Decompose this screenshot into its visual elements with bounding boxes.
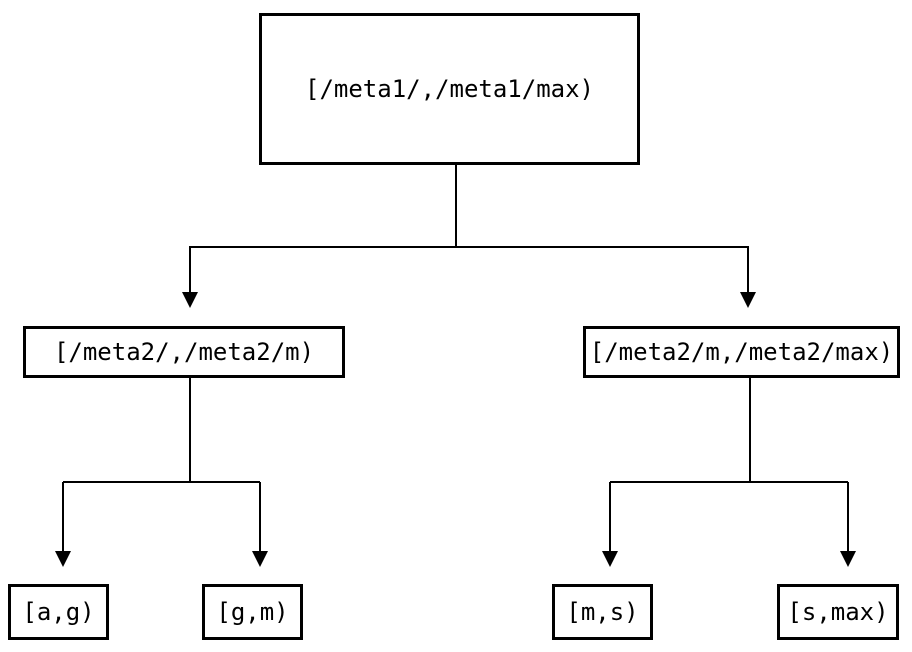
node-meta2-low-interval: [/meta2/,/meta2/m) (23, 326, 345, 378)
node-leaf-a-g: [a,g) (8, 584, 109, 640)
edge-meta2-high-to-leaf-ms (602, 482, 618, 567)
node-leaf-g-m: [g,m) (202, 584, 303, 640)
arrowhead-down-icon (740, 292, 756, 308)
node-leaf-s-max-label: [s,max) (787, 598, 889, 626)
node-root-label: [/meta1/,/meta1/max) (305, 75, 594, 103)
edge-meta2-low-to-leaf-ag (55, 482, 71, 567)
edge-meta2-low-trunk (63, 378, 260, 483)
arrowhead-down-icon (840, 551, 856, 567)
node-leaf-m-s-label: [m,s) (566, 598, 639, 626)
arrowhead-down-icon (55, 551, 71, 567)
arrowhead-down-icon (252, 551, 268, 567)
node-root-interval: [/meta1/,/meta1/max) (259, 13, 640, 165)
node-leaf-s-max: [s,max) (777, 584, 899, 640)
node-meta2-high-label: [/meta2/m,/meta2/max) (589, 338, 894, 366)
arrowhead-down-icon (182, 292, 198, 308)
edge-meta2-high-to-leaf-smax (840, 482, 856, 567)
edge-root-to-meta2-high (740, 247, 756, 308)
node-meta2-high-interval: [/meta2/m,/meta2/max) (583, 326, 900, 378)
arrowhead-down-icon (602, 551, 618, 567)
edge-root-to-meta2-low (182, 247, 198, 308)
edge-meta2-high-trunk (610, 378, 848, 483)
node-leaf-m-s: [m,s) (552, 584, 653, 640)
node-meta2-low-label: [/meta2/,/meta2/m) (53, 338, 315, 366)
edge-root-trunk (189, 165, 749, 248)
node-leaf-a-g-label: [a,g) (22, 598, 95, 626)
node-leaf-g-m-label: [g,m) (216, 598, 289, 626)
edge-meta2-low-to-leaf-gm (252, 482, 268, 567)
